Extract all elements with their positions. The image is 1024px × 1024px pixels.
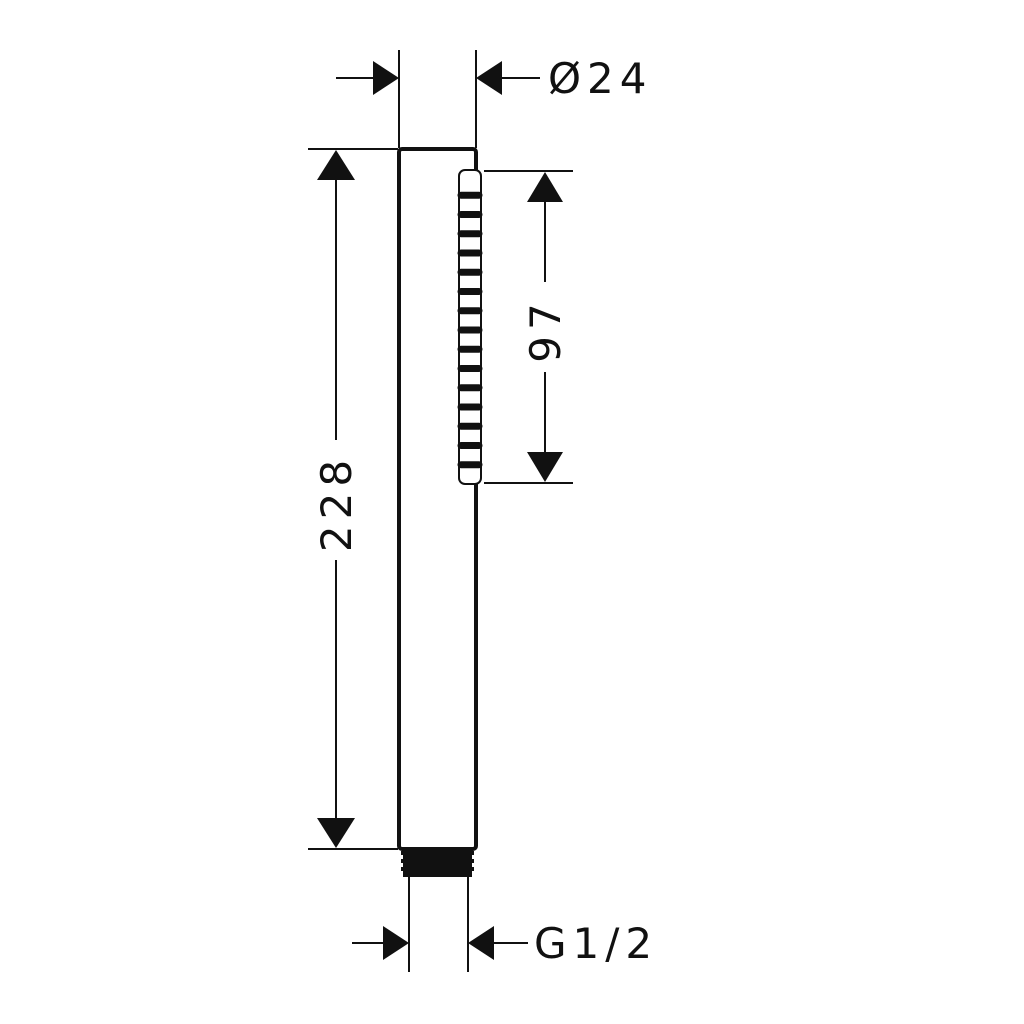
thread-dimension: G1/2 [352, 877, 658, 972]
diameter-label: Ø24 [548, 54, 653, 103]
spray-length-label: 97 [521, 297, 570, 362]
spray-nozzle-strip [457, 169, 483, 485]
threaded-connector [401, 849, 474, 877]
thread-label: G1/2 [534, 919, 658, 968]
spray-length-dimension: 97 [484, 170, 573, 484]
diameter-dimension: Ø24 [336, 50, 653, 148]
length-label: 228 [312, 454, 361, 552]
length-dimension: 228 [308, 148, 398, 850]
